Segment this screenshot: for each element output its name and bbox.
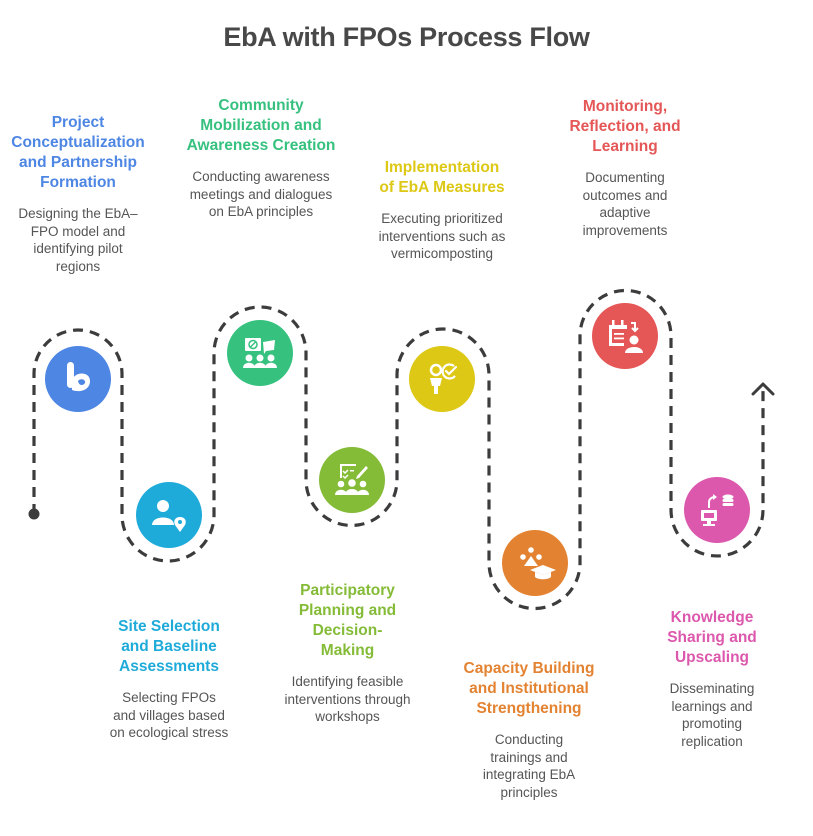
step-4-label: Participatory Planning and Decision-Maki… [275, 581, 420, 726]
step-6-node [502, 530, 568, 596]
group-graduation-icon [520, 547, 556, 580]
computer-database-icon [701, 494, 734, 526]
person-location-icon [152, 500, 186, 532]
step-8-description: Disseminating learnings and promoting re… [669, 681, 755, 749]
calendar-person-icon [609, 320, 643, 353]
step-6-description: Conducting trainings and integrating EbA… [482, 732, 576, 800]
step-5-title: Implementation of EbA Measures [379, 159, 505, 196]
step-5-node [409, 346, 475, 412]
flow-end-arrow-icon [751, 382, 775, 396]
step-1-node [45, 346, 111, 412]
step-1-description: Designing the EbA–FPO model and identify… [18, 206, 138, 274]
step-2-description: Selecting FPOs and villages based on eco… [109, 690, 229, 740]
group-checklist-icon [335, 464, 369, 495]
flow-start-dot [28, 508, 40, 520]
flow-path [32, 288, 765, 611]
step-7-label: Monitoring, Reflection, and Learning Doc… [555, 97, 695, 239]
diagram-title: EbA with FPOs Process Flow [223, 22, 590, 52]
step-3-label: Community Mobilization and Awareness Cre… [186, 96, 336, 221]
step-2-node [136, 482, 202, 548]
step-1-label: Project Conceptualization and Partnershi… [2, 113, 154, 275]
step-8-node [684, 477, 750, 543]
step-3-title: Community Mobilization and Awareness Cre… [186, 97, 336, 154]
step-8-title: Knowledge Sharing and Upscaling [667, 609, 757, 666]
step-8-label: Knowledge Sharing and Upscaling Dissemin… [645, 608, 779, 750]
step-6-title: Capacity Building and Institutional Stre… [463, 660, 595, 717]
step-5-description: Executing prioritized interventions such… [378, 211, 506, 261]
step-2-title: Site Selection and Baseline Assessments [118, 618, 220, 675]
step-6-label: Capacity Building and Institutional Stre… [462, 659, 596, 801]
step-3-node [227, 320, 293, 386]
step-7-description: Documenting outcomes and adaptive improv… [582, 170, 668, 238]
step-4-node [319, 447, 385, 513]
step-3-description: Conducting awareness meetings and dialog… [189, 169, 333, 219]
step-2-label: Site Selection and Baseline Assessments … [95, 617, 243, 742]
protest-group-icon [243, 338, 277, 368]
bing-like-logo-icon [67, 362, 90, 392]
step-5-label: Implementation of EbA Measures Executing… [368, 158, 516, 263]
step-7-title: Monitoring, Reflection, and Learning [569, 98, 681, 155]
step-7-node [592, 303, 658, 369]
step-1-title: Project Conceptualization and Partnershi… [11, 114, 145, 191]
step-4-description: Identifying feasible interventions throu… [284, 674, 411, 724]
person-check-icon [429, 363, 458, 394]
step-4-title: Participatory Planning and Decision-Maki… [298, 582, 397, 659]
